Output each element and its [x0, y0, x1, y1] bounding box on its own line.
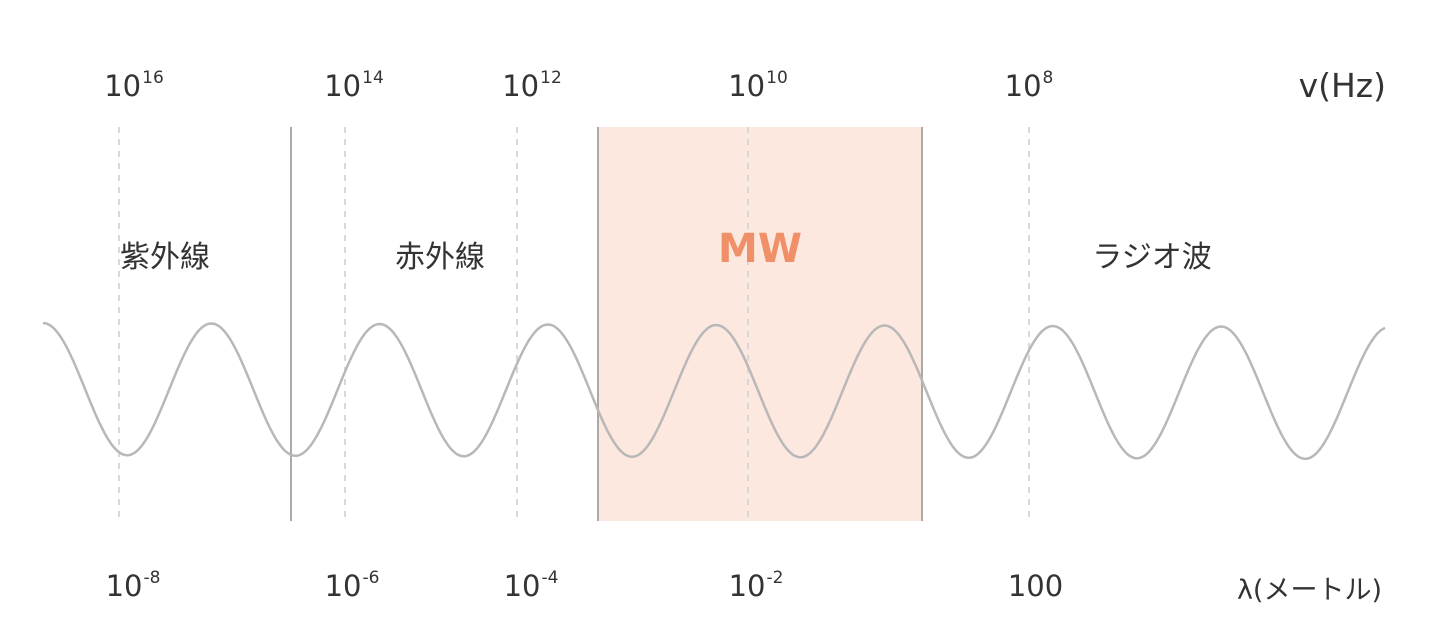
- region-uv: 紫外線: [120, 240, 210, 275]
- wavelength-tick: 10-4: [503, 568, 559, 603]
- wavelength-tick: 10-8: [105, 568, 161, 603]
- freq-tick: 1014: [324, 68, 384, 103]
- freq-tick: 1016: [104, 68, 164, 103]
- region-microwave: MW: [718, 226, 802, 272]
- frequency-axis-label: v(Hz): [1298, 66, 1386, 105]
- freq-tick: 1010: [728, 68, 788, 103]
- wavelength-axis-label: λ(メートル): [1236, 575, 1382, 606]
- freq-tick: 108: [1004, 68, 1054, 103]
- wavelength-tick: 10-6: [324, 568, 380, 603]
- wavelength-tick: 10-2: [728, 568, 784, 603]
- wave-curve: [42, 321, 1386, 461]
- freq-tick: 1012: [502, 68, 562, 103]
- region-radio: ラジオ波: [1092, 240, 1212, 275]
- mw-band: [598, 127, 922, 521]
- wavelength-tick: 100: [1007, 569, 1064, 603]
- region-infrared: 赤外線: [395, 240, 485, 275]
